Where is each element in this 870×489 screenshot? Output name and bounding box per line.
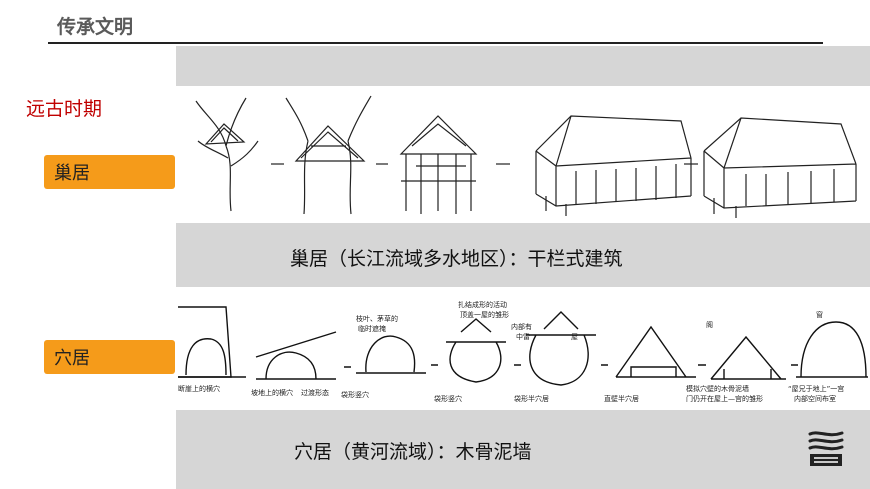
cave-label-3: 过渡形态 — [301, 388, 329, 397]
era-title: 远古时期 — [26, 98, 103, 120]
cave-label-1: 断崖上的横穴 — [178, 384, 220, 393]
cave-label-8: 枝叶、茅草的 — [356, 314, 398, 323]
cave-label-5: 袋形竖穴 — [434, 394, 462, 403]
cave-label-6: 袋形半穴居 — [514, 394, 549, 403]
cave-label-18: “屋兄于地上”一宫 — [788, 384, 844, 393]
cave-label-15: 模拟穴壁的木骨泥墙 — [686, 384, 749, 393]
cave-label-10: 扎结成形的活动 — [458, 300, 507, 309]
top-gray-band — [176, 46, 870, 86]
nest-evolution-illustration — [176, 86, 870, 223]
cave-label-13: 中雷 — [516, 332, 530, 341]
nest-caption-band — [176, 223, 870, 287]
cave-label-16: 门仍开在屋上—宫的雏形 — [686, 394, 763, 403]
cave-label-11: 顶盖一屋的雏形 — [460, 310, 509, 319]
header-rule — [48, 42, 823, 44]
cave-label-2: 坡地上的横穴 — [251, 388, 293, 397]
cave-tag-label: 穴居 — [54, 348, 90, 369]
cave-label-14: 屋 — [571, 333, 578, 341]
book-stack-logo-icon — [806, 428, 848, 470]
cave-caption-band — [176, 410, 870, 489]
cave-label-17: 阁 — [706, 320, 713, 329]
cave-label-12: 内部有 — [511, 322, 532, 331]
header-title: 传承文明 — [57, 16, 134, 38]
cave-label-7: 直壁半穴居 — [604, 394, 639, 403]
cave-label-20: 窗 — [816, 310, 823, 319]
cave-caption: 穴居（黄河流域）：木骨泥墙 — [294, 441, 532, 463]
cave-evolution-illustration: 断崖上的横穴 坡地上的横穴 过渡形态 袋形竖穴 袋形竖穴 袋形半穴居 直壁半穴居… — [176, 287, 870, 410]
cave-label-9: 临时遮掩 — [358, 324, 386, 333]
nest-tag: 巢居 — [44, 155, 175, 189]
cave-label-19: 内部空间布室 — [794, 394, 836, 403]
cave-tag: 穴居 — [44, 340, 175, 374]
cave-label-4: 袋形竖穴 — [341, 390, 369, 399]
nest-caption: 巢居（长江流域多水地区）：干栏式建筑 — [290, 248, 623, 270]
nest-tag-label: 巢居 — [54, 163, 90, 184]
